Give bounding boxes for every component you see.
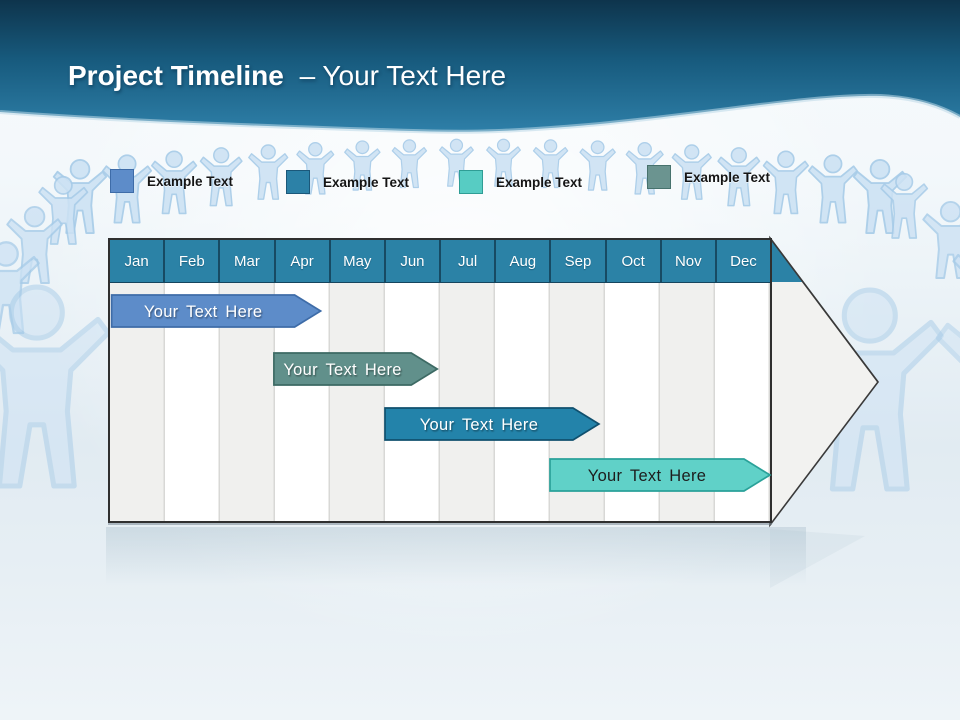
month-cell: Jul bbox=[441, 240, 497, 282]
legend-item[interactable]: Example Text bbox=[647, 165, 770, 189]
person-figure bbox=[248, 144, 289, 200]
month-cell: Oct bbox=[607, 240, 662, 282]
person-figure bbox=[0, 287, 108, 486]
month-cell: Dec bbox=[730, 252, 757, 270]
month-cell: Feb bbox=[165, 240, 221, 282]
month-cell: Mar bbox=[220, 240, 276, 282]
slide-title[interactable]: Project Timeline – Your Text Here bbox=[68, 60, 506, 92]
month-cell: Jan bbox=[110, 240, 166, 282]
timeline-bar[interactable] bbox=[549, 458, 772, 492]
month-cell: Nov bbox=[662, 240, 717, 282]
person-figure bbox=[922, 200, 960, 279]
title-banner: Project Timeline – Your Text Here bbox=[0, 0, 960, 150]
timeline-bar[interactable] bbox=[384, 407, 601, 441]
timeline-bar-label: Your Text Here bbox=[144, 303, 262, 321]
person-figure bbox=[762, 150, 810, 215]
legend-swatch-teal bbox=[286, 170, 310, 194]
slide-title-sub: – Your Text Here bbox=[299, 60, 507, 91]
legend-item[interactable]: Example Text bbox=[459, 170, 582, 194]
slide-title-main: Project Timeline bbox=[68, 60, 284, 91]
legend-swatch-sage bbox=[647, 165, 671, 189]
project-timeline-chart[interactable]: Jan Feb Mar Apr May Jun Jul Aug Sep Oct … bbox=[108, 238, 772, 523]
timeline-bar-label: Your Text Here bbox=[588, 467, 706, 485]
person-figure bbox=[938, 295, 960, 482]
legend-swatch-blue bbox=[110, 169, 134, 193]
legend-label: Example Text bbox=[684, 169, 771, 185]
month-header-row: Jan Feb Mar Apr May Jun Jul Aug Sep Oct … bbox=[110, 240, 770, 283]
timeline-bar-label: Your Text Here bbox=[420, 416, 538, 434]
month-cell: Sep bbox=[551, 240, 607, 282]
legend-item[interactable]: Example Text bbox=[110, 169, 233, 193]
legend-swatch-cyan bbox=[459, 170, 483, 194]
legend-label: Example Text bbox=[496, 174, 583, 190]
legend-item[interactable]: Example Text bbox=[286, 170, 409, 194]
timeline-arrow-tip bbox=[769, 235, 880, 588]
legend-label: Example Text bbox=[147, 173, 234, 189]
timeline-bar[interactable] bbox=[110, 294, 323, 328]
month-cell: Jun bbox=[386, 240, 442, 282]
legend-label: Example Text bbox=[323, 174, 410, 190]
table-reflection bbox=[106, 527, 806, 585]
timeline-bar[interactable] bbox=[273, 352, 439, 386]
month-cell: Apr bbox=[276, 240, 331, 282]
timeline-bar-label: Your Text Here bbox=[283, 361, 401, 379]
banner-wave bbox=[0, 0, 960, 134]
month-cell: Aug bbox=[496, 240, 552, 282]
person-figure bbox=[807, 154, 858, 224]
month-cell: May bbox=[331, 240, 386, 282]
